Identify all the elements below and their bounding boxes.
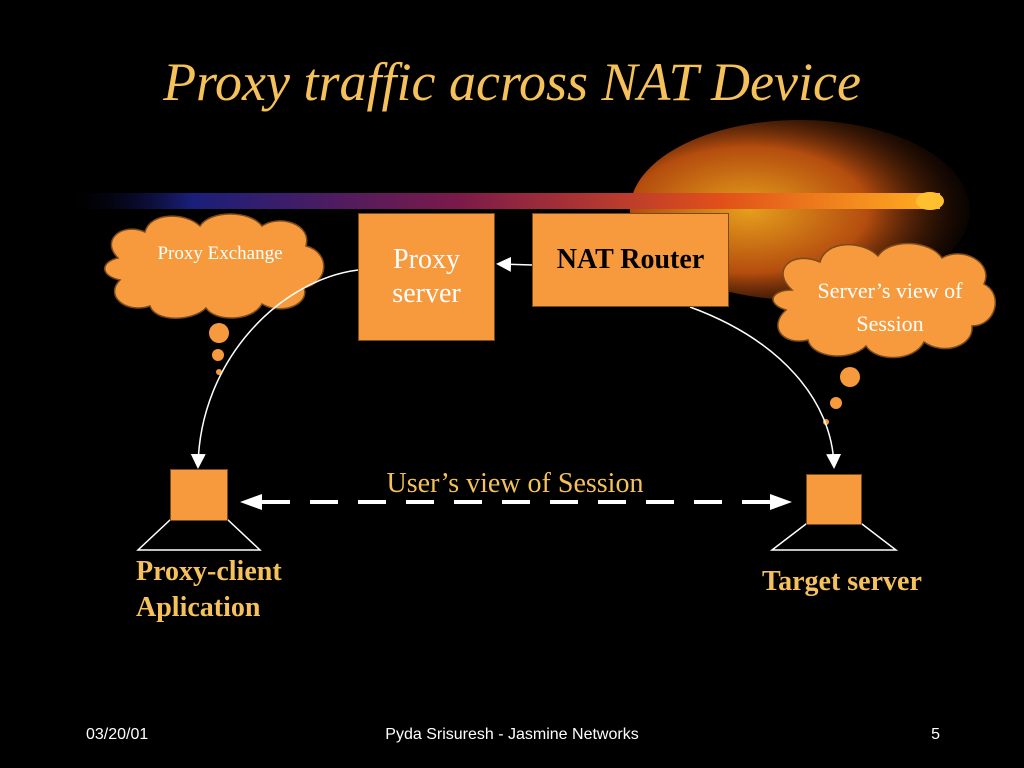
nat-router-label: NAT Router: [556, 244, 705, 275]
proxy-server-label: Proxy server: [392, 244, 461, 309]
target-server-label: Target server: [762, 566, 922, 597]
nat-to-target-arrow: [689, 306, 842, 469]
footer-page-number: 5: [931, 726, 940, 743]
footer-date: 03/20/01: [86, 726, 149, 743]
footer-author: Pyda Srisuresh - Jasmine Networks: [385, 726, 639, 743]
target-server-host-box: [806, 474, 862, 525]
slide-title: Proxy traffic across NAT Device: [163, 52, 861, 112]
client-host-base: [136, 519, 262, 551]
thought-bubble-dot: [840, 367, 860, 387]
proxy-server-box: Proxy server: [358, 213, 495, 341]
server-view-text: Server’s view of Session: [817, 278, 963, 336]
proxy-exchange-text: Proxy Exchange: [157, 243, 283, 264]
proxy-client-host-box: [170, 469, 228, 521]
target-host-base: [769, 523, 899, 551]
proxy-exchange-cloud: [104, 213, 325, 375]
session-dashed-arrow: [240, 494, 792, 510]
server-view-cloud: [772, 242, 996, 425]
nat-router-box: NAT Router: [532, 213, 729, 307]
proxy-to-client-arrow: [190, 269, 359, 469]
thought-bubble-dot: [212, 349, 224, 361]
thought-bubble-dot: [209, 323, 229, 343]
thought-bubble-dot: [830, 397, 842, 409]
proxy-client-label: Proxy-client Aplication: [136, 556, 282, 623]
user-view-label: User’s view of Session: [386, 468, 644, 499]
nat-to-proxy-arrow: [496, 256, 533, 272]
